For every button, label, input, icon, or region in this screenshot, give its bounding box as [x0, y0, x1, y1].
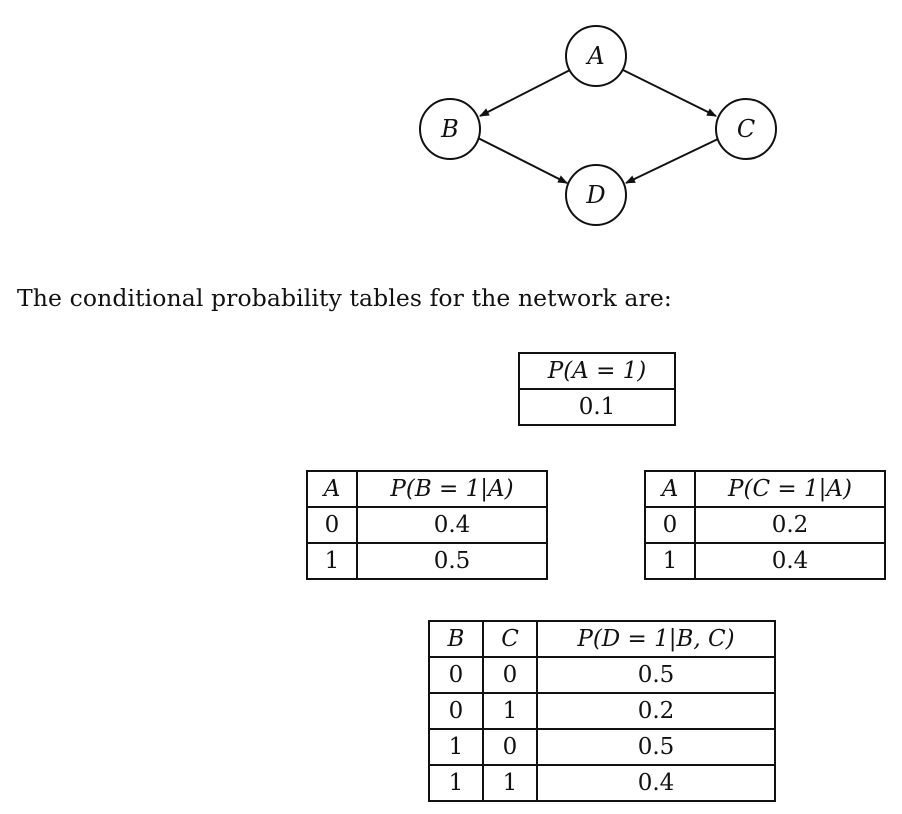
- cpt-d-header-b: B: [428, 620, 484, 658]
- cpt-c-cell: 1: [644, 542, 696, 580]
- cpt-b-cell: 0.4: [356, 506, 548, 544]
- cpt-b-cell: 0.5: [356, 542, 548, 580]
- cpt-b-header-prob: P(B = 1|A): [356, 470, 548, 508]
- cpt-d-header-c: C: [482, 620, 538, 658]
- cpt-b-cell: 0: [306, 506, 358, 544]
- table-row: 0 0 0.5: [428, 656, 776, 694]
- table-row: 0 1 0.2: [428, 692, 776, 730]
- cpt-d-header-prob: P(D = 1|B, C): [536, 620, 776, 658]
- node-d: D: [565, 164, 627, 226]
- cpt-d-cell: 0.2: [536, 692, 776, 730]
- table-row: 1 0.4: [644, 542, 886, 580]
- cpt-c-cell: 0: [644, 506, 696, 544]
- node-a-label: A: [585, 42, 604, 70]
- edge-a-to-c: [622, 69, 717, 117]
- cpt-d-cell: 1: [482, 764, 538, 802]
- table-row: 0 0.2: [644, 506, 886, 544]
- node-c-label: C: [737, 115, 755, 143]
- cpt-table-c: A P(C = 1|A) 0 0.2 1 0.4: [644, 470, 886, 580]
- cpt-d-cell: 0: [482, 656, 538, 694]
- cpt-d-cell: 0: [428, 656, 484, 694]
- node-b-label: B: [440, 115, 459, 143]
- cpt-d-cell: 0: [428, 692, 484, 730]
- cpt-d-cell: 0.5: [536, 656, 776, 694]
- intro-text: The conditional probability tables for t…: [17, 284, 672, 312]
- cpt-d-cell: 0.4: [536, 764, 776, 802]
- table-row: 0 0.4: [306, 506, 548, 544]
- cpt-a-value: 0.1: [518, 388, 676, 426]
- cpt-c-header-prob: P(C = 1|A): [694, 470, 886, 508]
- table-row: 1 1 0.4: [428, 764, 776, 802]
- node-a: A: [565, 25, 627, 87]
- cpt-c-cell: 0.2: [694, 506, 886, 544]
- node-d-label: D: [585, 181, 605, 209]
- cpt-b-header-a: A: [306, 470, 358, 508]
- bayesian-network-diagram: A B C D: [419, 25, 777, 226]
- edge-c-to-d: [625, 138, 719, 184]
- cpt-table-b: A P(B = 1|A) 0 0.4 1 0.5: [306, 470, 548, 580]
- cpt-d-cell: 1: [428, 764, 484, 802]
- table-row: 1 0 0.5: [428, 728, 776, 766]
- cpt-c-header-a: A: [644, 470, 696, 508]
- cpt-table-d: B C P(D = 1|B, C) 0 0 0.5 0 1 0.2 1 0 0.…: [428, 620, 776, 802]
- edge-b-to-d: [477, 137, 568, 184]
- edge-a-to-b: [479, 69, 571, 117]
- node-b: B: [419, 98, 481, 160]
- node-c: C: [715, 98, 777, 160]
- cpt-d-cell: 0: [482, 728, 538, 766]
- cpt-c-cell: 0.4: [694, 542, 886, 580]
- cpt-d-cell: 0.5: [536, 728, 776, 766]
- cpt-d-cell: 1: [428, 728, 484, 766]
- table-row: 1 0.5: [306, 542, 548, 580]
- cpt-b-cell: 1: [306, 542, 358, 580]
- cpt-a-header: P(A = 1): [518, 352, 676, 390]
- cpt-d-cell: 1: [482, 692, 538, 730]
- cpt-table-a: P(A = 1) 0.1: [518, 352, 676, 426]
